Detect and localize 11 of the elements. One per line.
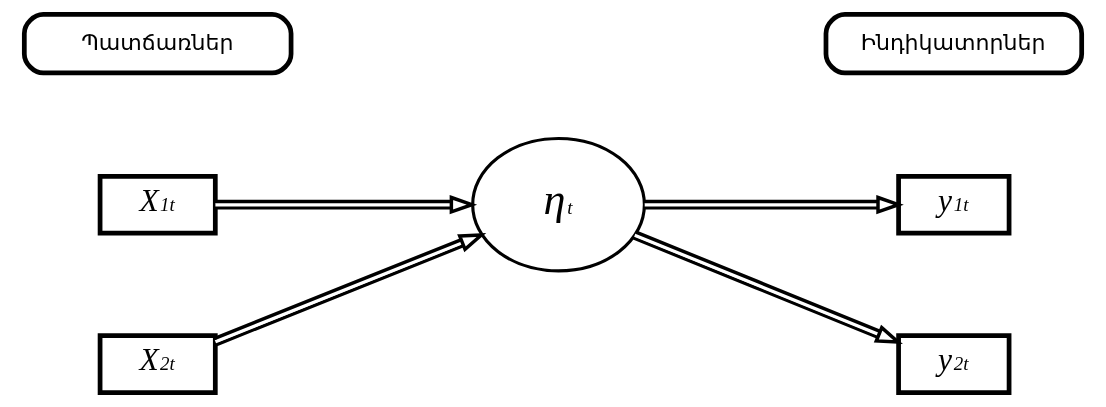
arrow [632,230,903,345]
node-box: y2t [896,333,1012,395]
arrow [213,233,487,347]
node-box: X2t [97,333,218,395]
node-ellipse: ηt [471,136,646,273]
arrow [644,195,904,215]
node-box: y1t [896,173,1012,236]
node-box: Պատճառներ [21,12,294,76]
arrow [215,195,478,215]
node-box: Ինդիկատորներ [823,12,1085,76]
node-box: X1t [97,173,218,236]
